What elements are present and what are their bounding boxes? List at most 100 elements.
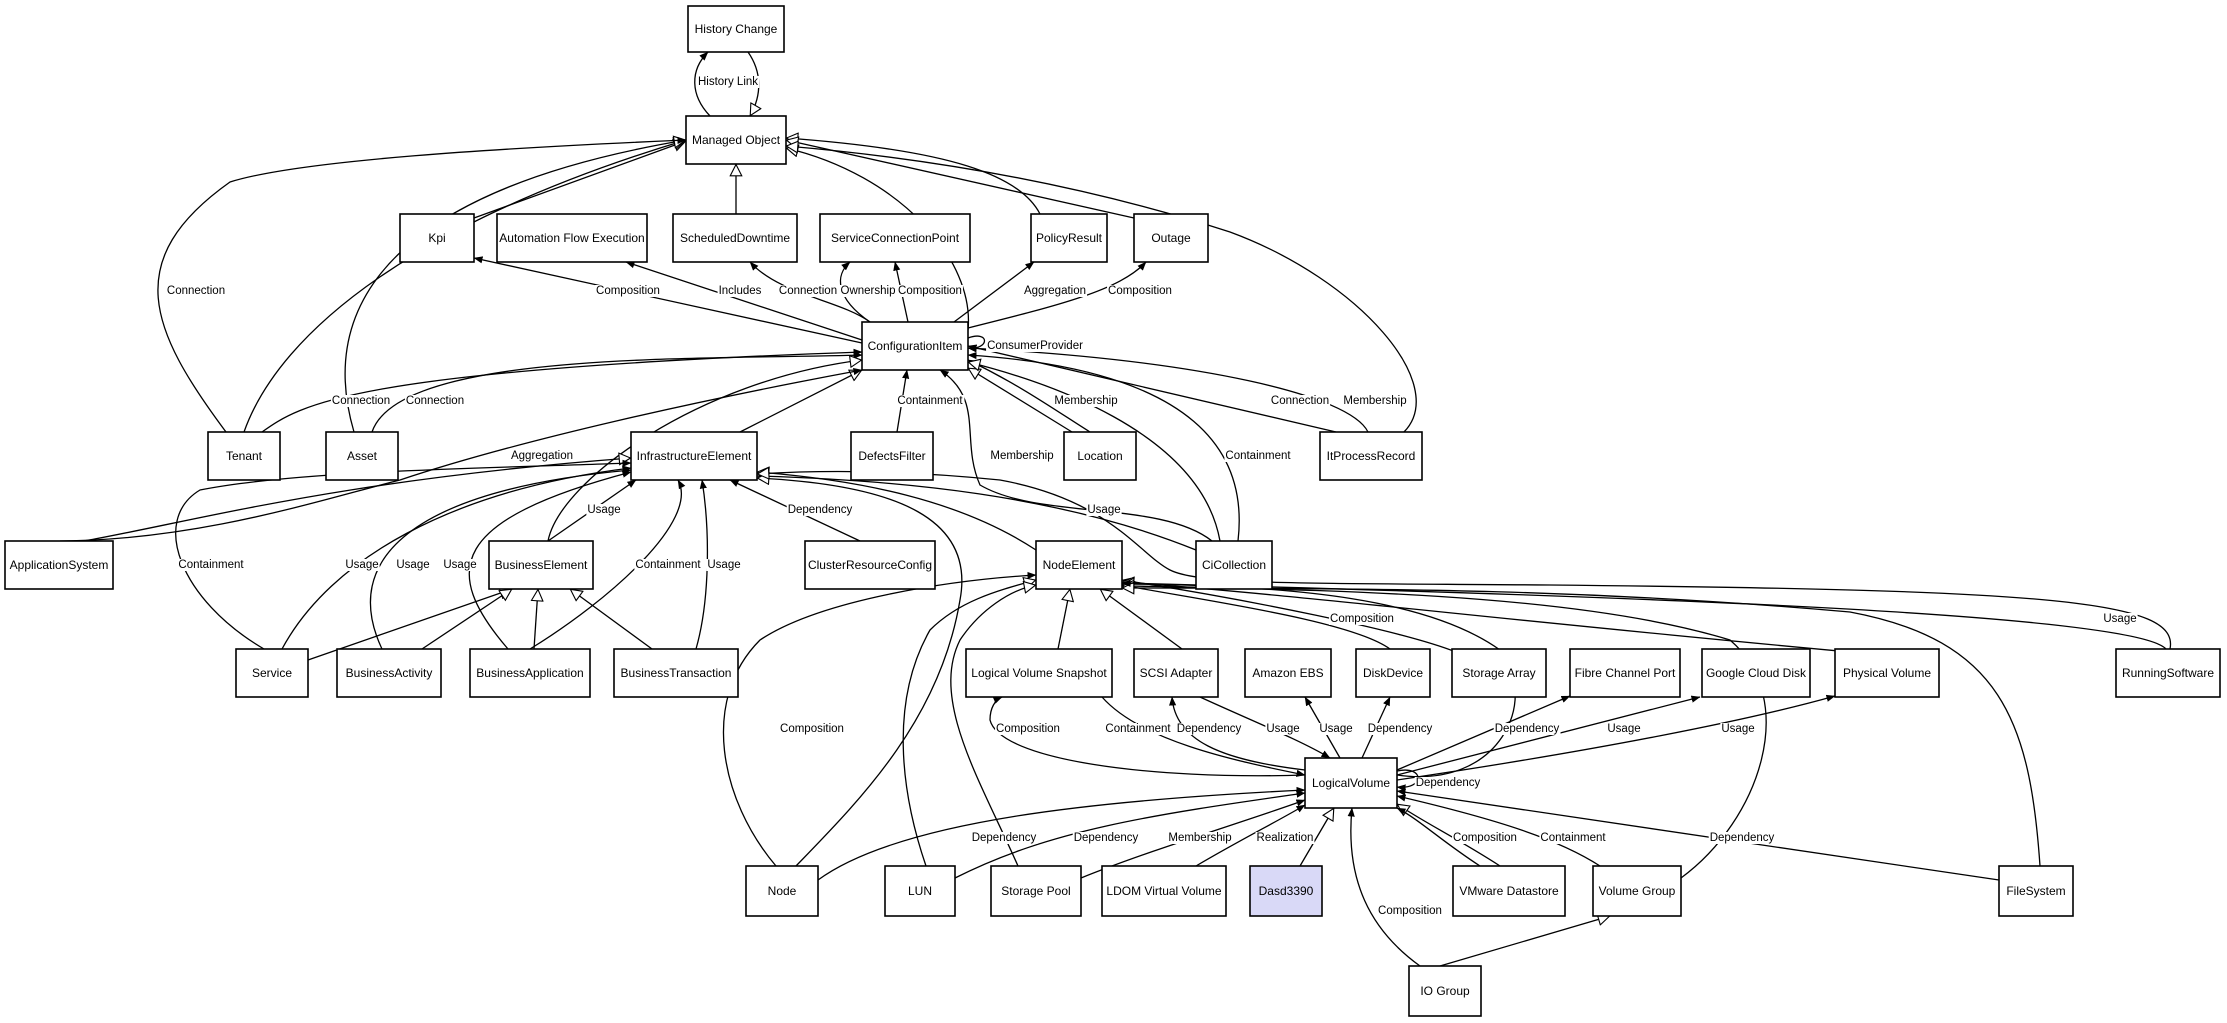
node-policy-result[interactable]: PolicyResult xyxy=(1030,213,1108,263)
node-box[interactable] xyxy=(687,5,785,53)
node-it-process-record[interactable]: ItProcessRecord xyxy=(1319,431,1423,481)
node-box[interactable] xyxy=(1451,648,1547,698)
node-running-software[interactable]: RunningSoftware xyxy=(2115,648,2221,698)
node-box[interactable] xyxy=(672,213,798,263)
node-box[interactable] xyxy=(1569,648,1681,698)
node-vmware-datastore[interactable]: VMware Datastore xyxy=(1452,865,1566,917)
node-box[interactable] xyxy=(1834,648,1940,698)
node-ci-collection[interactable]: CiCollection xyxy=(1195,540,1273,590)
node-box[interactable] xyxy=(1592,865,1682,917)
node-box[interactable] xyxy=(235,648,309,698)
node-service[interactable]: Service xyxy=(235,648,309,698)
node-box[interactable] xyxy=(1249,865,1323,917)
node-location[interactable]: Location xyxy=(1063,431,1137,481)
node-label: Amazon EBS xyxy=(1252,666,1323,680)
edge-io-group-to-volume-group-inheritance xyxy=(1439,916,1610,967)
node-label: ItProcessRecord xyxy=(1327,449,1416,463)
node-box[interactable] xyxy=(745,865,819,917)
node-box[interactable] xyxy=(630,431,758,481)
edge-label-background xyxy=(330,395,392,407)
node-box[interactable] xyxy=(861,321,969,371)
node-box[interactable] xyxy=(819,213,971,263)
node-business-element[interactable]: BusinessElement xyxy=(488,540,594,590)
node-label: Storage Array xyxy=(1462,666,1535,680)
node-box[interactable] xyxy=(399,213,475,263)
node-box[interactable] xyxy=(1355,648,1431,698)
edge-label-background xyxy=(995,723,1061,735)
node-amazon-ebs[interactable]: Amazon EBS xyxy=(1244,648,1332,698)
node-history-change[interactable]: History Change xyxy=(687,5,785,53)
node-node[interactable]: Node xyxy=(745,865,819,917)
edge-label-logical-volume-dependency: Dependency xyxy=(1177,723,1242,735)
node-box[interactable] xyxy=(685,115,787,165)
node-box[interactable] xyxy=(1701,648,1811,698)
node-io-group[interactable]: IO Group xyxy=(1408,965,1482,1017)
node-business-application[interactable]: BusinessApplication xyxy=(469,648,591,698)
node-storage-array[interactable]: Storage Array xyxy=(1451,648,1547,698)
node-box[interactable] xyxy=(325,431,399,481)
node-automation-flow[interactable]: Automation Flow Execution xyxy=(496,213,648,263)
node-managed-object[interactable]: Managed Object xyxy=(685,115,787,165)
node-box[interactable] xyxy=(2115,648,2221,698)
node-volume-group[interactable]: Volume Group xyxy=(1592,865,1682,917)
node-lun[interactable]: LUN xyxy=(884,865,956,917)
node-box[interactable] xyxy=(1195,540,1273,590)
edge-label-configuration-item-composition: Composition xyxy=(596,285,660,297)
node-logical-volume[interactable]: LogicalVolume xyxy=(1304,757,1398,809)
node-box[interactable] xyxy=(1101,865,1227,917)
node-box[interactable] xyxy=(884,865,956,917)
node-infrastructure-element[interactable]: InfrastructureElement xyxy=(630,431,758,481)
node-box[interactable] xyxy=(850,431,934,481)
node-tenant[interactable]: Tenant xyxy=(207,431,281,481)
node-box[interactable] xyxy=(1133,213,1209,263)
edge-label-background xyxy=(595,285,661,297)
node-box[interactable] xyxy=(1030,213,1108,263)
node-lv-snapshot[interactable]: Logical Volume Snapshot xyxy=(965,648,1113,698)
node-scheduled-downtime[interactable]: ScheduledDowntime xyxy=(672,213,798,263)
node-box[interactable] xyxy=(804,540,936,590)
node-box[interactable] xyxy=(1133,648,1219,698)
node-service-connection-point[interactable]: ServiceConnectionPoint xyxy=(819,213,971,263)
node-business-activity[interactable]: BusinessActivity xyxy=(336,648,442,698)
node-box[interactable] xyxy=(1063,431,1137,481)
node-ldom-virtual-volume[interactable]: LDOM Virtual Volume xyxy=(1101,865,1227,917)
node-storage-pool[interactable]: Storage Pool xyxy=(990,865,1082,917)
node-box[interactable] xyxy=(488,540,594,590)
node-kpi[interactable]: Kpi xyxy=(399,213,475,263)
node-scsi-adapter[interactable]: SCSI Adapter xyxy=(1133,648,1219,698)
edge-business-application-to-business-element-inheritance xyxy=(534,589,538,650)
edge-label-managed-object-history link: History Link xyxy=(698,76,758,88)
node-box[interactable] xyxy=(613,648,739,698)
node-box[interactable] xyxy=(965,648,1113,698)
node-google-cloud-disk[interactable]: Google Cloud Disk xyxy=(1701,648,1811,698)
node-box[interactable] xyxy=(1244,648,1332,698)
node-fibre-channel-port[interactable]: Fibre Channel Port xyxy=(1569,648,1681,698)
node-file-system[interactable]: FileSystem xyxy=(1998,865,2074,917)
node-outage[interactable]: Outage xyxy=(1133,213,1209,263)
node-dasd3390[interactable]: Dasd3390 xyxy=(1249,865,1323,917)
node-box[interactable] xyxy=(336,648,442,698)
edge-tenant-to-configuration-item-connection xyxy=(261,348,863,433)
node-box[interactable] xyxy=(1998,865,2074,917)
node-cluster-resource-config[interactable]: ClusterResourceConfig xyxy=(804,540,936,590)
node-defects-filter[interactable]: DefectsFilter xyxy=(850,431,934,481)
node-business-transaction[interactable]: BusinessTransaction xyxy=(613,648,739,698)
node-box[interactable] xyxy=(207,431,281,481)
edge-label-asset-connection: Connection xyxy=(406,395,464,407)
node-box[interactable] xyxy=(1452,865,1566,917)
node-application-system[interactable]: ApplicationSystem xyxy=(4,540,114,590)
node-box[interactable] xyxy=(1035,540,1123,590)
node-box[interactable] xyxy=(469,648,591,698)
node-disk-device[interactable]: DiskDevice xyxy=(1355,648,1431,698)
node-asset[interactable]: Asset xyxy=(325,431,399,481)
node-physical-volume[interactable]: Physical Volume xyxy=(1834,648,1940,698)
node-box[interactable] xyxy=(4,540,114,590)
node-box[interactable] xyxy=(496,213,648,263)
node-box[interactable] xyxy=(990,865,1082,917)
node-box[interactable] xyxy=(1319,431,1423,481)
node-configuration-item[interactable]: ConfigurationItem xyxy=(861,321,969,371)
edge-label-background xyxy=(1224,450,1293,462)
node-box[interactable] xyxy=(1408,965,1482,1017)
node-box[interactable] xyxy=(1304,757,1398,809)
node-node-element[interactable]: NodeElement xyxy=(1035,540,1123,590)
